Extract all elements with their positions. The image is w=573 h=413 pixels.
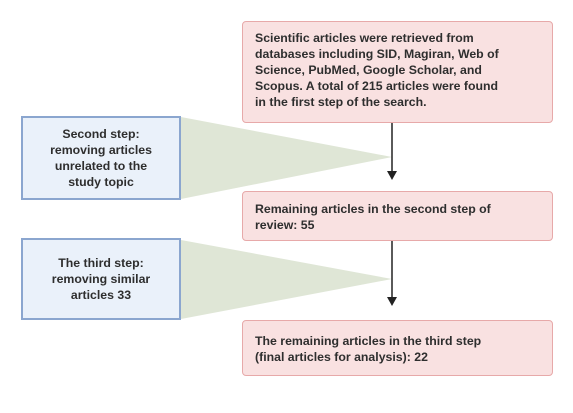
box-line: in the first step of the search.	[255, 95, 427, 109]
box-third-step-result: The remaining articles in the third step…	[242, 320, 553, 376]
side-note-line: articles 33	[70, 288, 132, 302]
box-line: Scientific articles were retrieved from	[255, 31, 474, 45]
funnel-step2	[181, 117, 392, 199]
box-line: review: 55	[255, 218, 315, 232]
side-note-line: removing articles	[50, 143, 152, 157]
box-line: (final articles for analysis): 22	[255, 350, 428, 364]
funnel-step3	[181, 240, 392, 319]
side-note-third-step: The third step: removing similar article…	[21, 238, 181, 320]
box-line: Scopus. A total of 215 articles were fou…	[255, 79, 499, 93]
side-note-text: The third step: removing similar article…	[52, 255, 150, 303]
box-second-step-result: Remaining articles in the second step of…	[242, 191, 553, 241]
side-note-line: removing similar	[51, 272, 151, 286]
box-line: Remaining articles in the second step of	[255, 202, 491, 216]
arrow-head-2	[387, 297, 397, 306]
side-note-line: Second step:	[62, 127, 140, 141]
box-line: databases including SID, Magiran, Web of	[255, 47, 499, 61]
box-line: Science, PubMed, Google Scholar, and	[255, 63, 482, 77]
side-note-second-step: Second step: removing articles unrelated…	[21, 116, 181, 200]
box-initial-search: Scientific articles were retrieved from …	[242, 21, 553, 123]
box-line: The remaining articles in the third step	[255, 334, 482, 348]
arrow-head-1	[387, 171, 397, 180]
side-note-line: study topic	[68, 175, 134, 189]
side-note-line: The third step:	[58, 256, 144, 270]
side-note-text: Second step: removing articles unrelated…	[50, 126, 152, 190]
side-note-line: unrelated to the	[54, 159, 148, 173]
